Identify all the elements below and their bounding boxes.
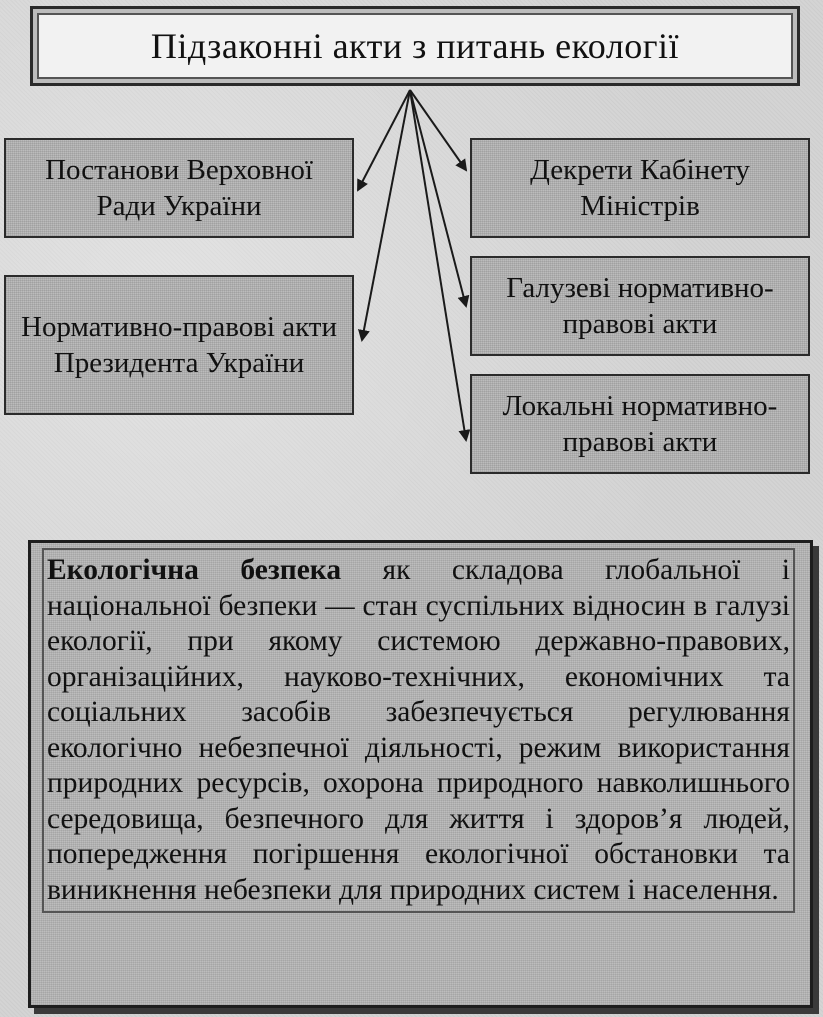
node-label: Декрети Кабінету Міністрів (530, 153, 750, 222)
definition-box: Екологічна безпека як складова глобально… (28, 540, 813, 1008)
definition-term: Екологічна безпека (47, 554, 342, 586)
node-label: Локальні нормативно-правові акти (502, 389, 778, 458)
diagram-title: Підзаконні акти з питань екології (30, 6, 800, 86)
node-sectoral-acts: Галузеві нормативно-правові акти (470, 256, 810, 356)
node-cabinet-decrees: Декрети Кабінету Міністрів (470, 138, 810, 238)
node-label: Постанови Верховної Ради України (45, 153, 313, 222)
node-label: Нормативно-правові акти Президента Украї… (21, 310, 337, 379)
node-local-acts: Локальні нормативно-правові акти (470, 374, 810, 474)
node-president-acts: Нормативно-правові акти Президента Украї… (4, 275, 354, 415)
definition-text: Екологічна безпека як складова глобально… (42, 548, 795, 913)
diagram-title-text: Підзаконні акти з питань екології (150, 26, 680, 66)
node-verkhovna-rada-resolutions: Постанови Верховної Ради України (4, 138, 354, 238)
definition-body: як складова глобальної і національної бе… (47, 554, 791, 906)
node-label: Галузеві нормативно-правові акти (506, 271, 774, 340)
